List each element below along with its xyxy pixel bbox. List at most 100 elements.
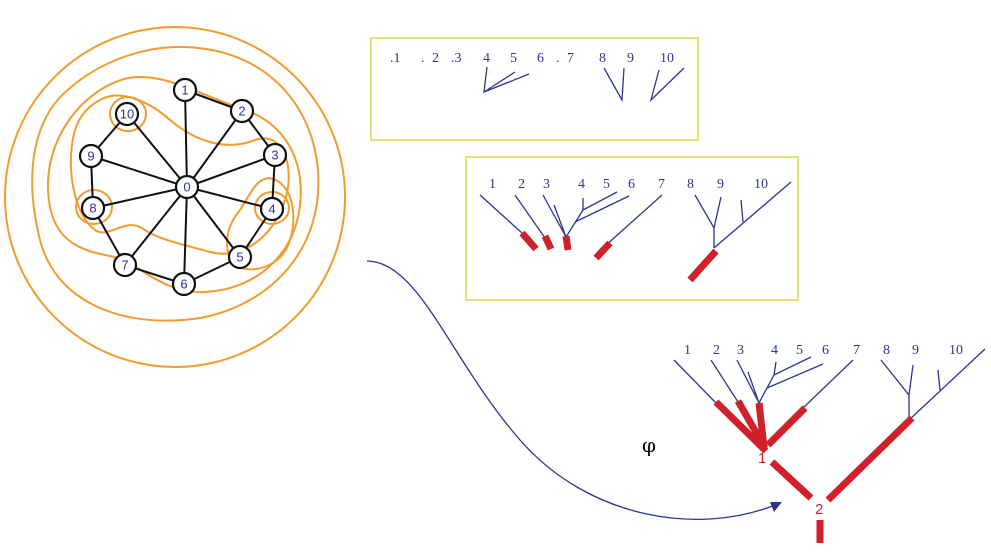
final-label-7: 7: [853, 343, 860, 358]
box1-label-dot-2: .: [556, 51, 560, 66]
graph-node-label-7: 7: [121, 258, 128, 273]
box1-label-4: 4: [483, 51, 490, 66]
graph-node-label-1: 1: [181, 83, 188, 98]
graph-node-label-4: 4: [268, 202, 275, 217]
box1-label-10: 10: [660, 51, 674, 66]
box2-label-4: 4: [578, 177, 585, 192]
graph-node-label-6: 6: [180, 277, 187, 292]
graph-node-circle-10: [114, 101, 140, 127]
graph-node-label-0: 0: [183, 180, 190, 195]
box1-branch-8-9: [603, 67, 625, 103]
box2-branch-7: [603, 194, 663, 248]
final-red-bar-5: [769, 459, 814, 501]
graph-node-1: 1: [172, 77, 198, 103]
graph-node-6: 6: [171, 271, 197, 297]
graph-node-circle-3: [262, 142, 288, 168]
graph-edge-0-3: [186, 154, 276, 188]
box2-tree-branches: [479, 181, 792, 249]
box2-red-bar-3: [562, 235, 572, 251]
graph-node-circle-9: [78, 143, 104, 169]
final-label-1: 1: [684, 343, 691, 358]
box1-label-7: 7: [567, 51, 574, 66]
box-1: .1 . 2 .3 4 5 6 . 7 8 9 10: [370, 37, 699, 141]
graph-edge-0-4: [186, 186, 273, 210]
graph-edge-0-10: [126, 113, 188, 188]
final-branch-7: [802, 359, 854, 409]
box2-label-10: 10: [754, 177, 768, 192]
box2-branch-3: [542, 191, 630, 239]
final-red-bar-4: [765, 405, 808, 448]
box1-label-2: 2: [432, 51, 439, 66]
box1-label-8: 8: [599, 51, 606, 66]
graph-node-label-2: 2: [238, 104, 245, 119]
contour-large: [31, 45, 320, 322]
box1-branch-9-10: [649, 67, 685, 103]
graph-edge-0-1: [184, 89, 188, 188]
graph-edge-0-7: [124, 186, 188, 266]
box2-red-bar-2: [541, 234, 555, 251]
graph-edge-0-8: [92, 186, 188, 209]
outer-contour-circle: [4, 26, 346, 368]
graph-node-label-8: 8: [89, 201, 96, 216]
graph-node-circle-8: [80, 195, 106, 221]
final-label-2: 2: [713, 343, 720, 358]
final-red-bars: [713, 399, 915, 543]
contour-around-10: [109, 96, 147, 132]
final-label-3: 3: [737, 343, 744, 358]
graph-node-5: 5: [227, 244, 253, 270]
graph-node-9: 9: [78, 143, 104, 169]
box2-label-5: 5: [603, 177, 610, 192]
graph-node-7: 7: [112, 252, 138, 278]
graph-node-2: 2: [229, 98, 255, 124]
box2-red-bar-5: [687, 248, 719, 283]
final-label-6: 6: [822, 343, 829, 358]
box2-branch-8-9-10: [694, 181, 792, 249]
graph-node-label-9: 9: [87, 149, 94, 164]
final-node-label-1: 1: [758, 450, 766, 467]
graph-node-8: 8: [80, 195, 106, 221]
graph-node-circle-6: [171, 271, 197, 297]
final-node-label-2: 2: [815, 501, 823, 518]
final-tree-branches: [673, 348, 986, 421]
contour-inner: [69, 94, 290, 255]
box-2-border: [465, 156, 799, 301]
box2-label-8: 8: [687, 177, 694, 192]
box2-red-bars: [519, 230, 719, 283]
graph-node-3: 3: [262, 142, 288, 168]
graph-node-label-3: 3: [271, 148, 278, 163]
graph-node-label-10: 10: [120, 107, 134, 122]
mapping-arrow: [366, 260, 782, 520]
box2-red-bar-1: [519, 230, 539, 252]
box2-label-6: 6: [628, 177, 635, 192]
box2-label-2: 2: [518, 177, 525, 192]
final-branch-2: [710, 359, 739, 403]
box2-branch-2: [514, 194, 546, 239]
box1-label-6: 6: [537, 51, 544, 66]
box1-branch-4-5: [483, 66, 530, 94]
box2-label-3: 3: [543, 177, 550, 192]
graph-node-circle-7: [112, 252, 138, 278]
graph-node-0: 0: [174, 174, 200, 200]
contour-around-8: [75, 189, 113, 225]
final-label-9: 9: [912, 343, 919, 358]
box2-label-7: 7: [658, 177, 665, 192]
final-branch-3: [736, 356, 824, 405]
graph-node-10: 10: [114, 101, 140, 127]
graph-node-circle-1: [172, 77, 198, 103]
final-red-bar-1: [713, 399, 769, 454]
box1-label-9: 9: [627, 51, 634, 66]
graph-edge-0-2: [186, 110, 243, 188]
graph-edge-0-6: [183, 186, 188, 285]
final-red-bar-3: [755, 402, 768, 448]
box1-label-1: .1: [390, 51, 401, 66]
graph-node-circle-0: [174, 174, 200, 200]
box1-label-dot: .: [421, 51, 425, 66]
box2-red-bar-4: [593, 240, 613, 261]
box1-tree-branches: [483, 66, 685, 103]
final-label-4: 4: [771, 343, 778, 358]
box1-label-5: 5: [510, 51, 517, 66]
graph-node-circle-5: [227, 244, 253, 270]
box1-label-3: .3: [451, 51, 462, 66]
box-2: 1 2 3 4 5 6 7 8 9 10: [465, 156, 799, 301]
box-1-border: [370, 37, 699, 141]
